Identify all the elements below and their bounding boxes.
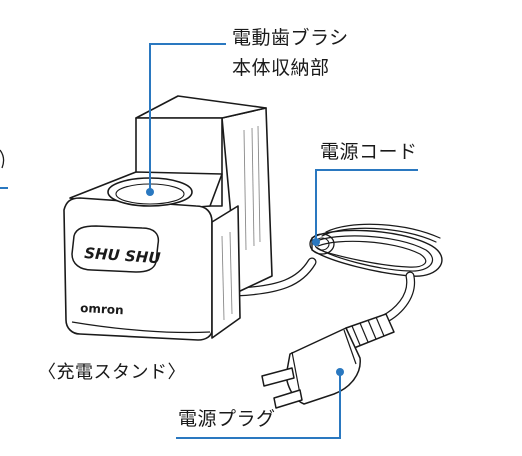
power-plug-illustration	[261, 313, 395, 409]
leader-line-power-cord	[315, 169, 418, 242]
label-charging-stand-caption: 〈充電スタンド〉	[38, 362, 186, 383]
maker-logo: omron	[80, 301, 124, 317]
label-power-cord: 電源コード	[320, 141, 418, 163]
leader-dots	[146, 188, 344, 376]
cord-coil	[309, 223, 443, 277]
leader-lines	[149, 43, 418, 439]
plug-prongs	[261, 367, 303, 409]
leader-line-power-plug	[176, 372, 341, 439]
label-power-plug: 電源プラグ	[178, 408, 276, 430]
left-edge-leader	[0, 149, 8, 189]
leader-line-stand-body	[149, 43, 226, 192]
brand-badge	[71, 225, 160, 273]
charging-stand	[63, 95, 273, 341]
label-stand-body-line1: 電動歯ブラシ	[232, 27, 349, 49]
stand-shading	[221, 125, 261, 321]
label-stand-body-line2: 本体収納部	[232, 57, 330, 79]
brand-mark: SHU SHU	[84, 244, 161, 267]
